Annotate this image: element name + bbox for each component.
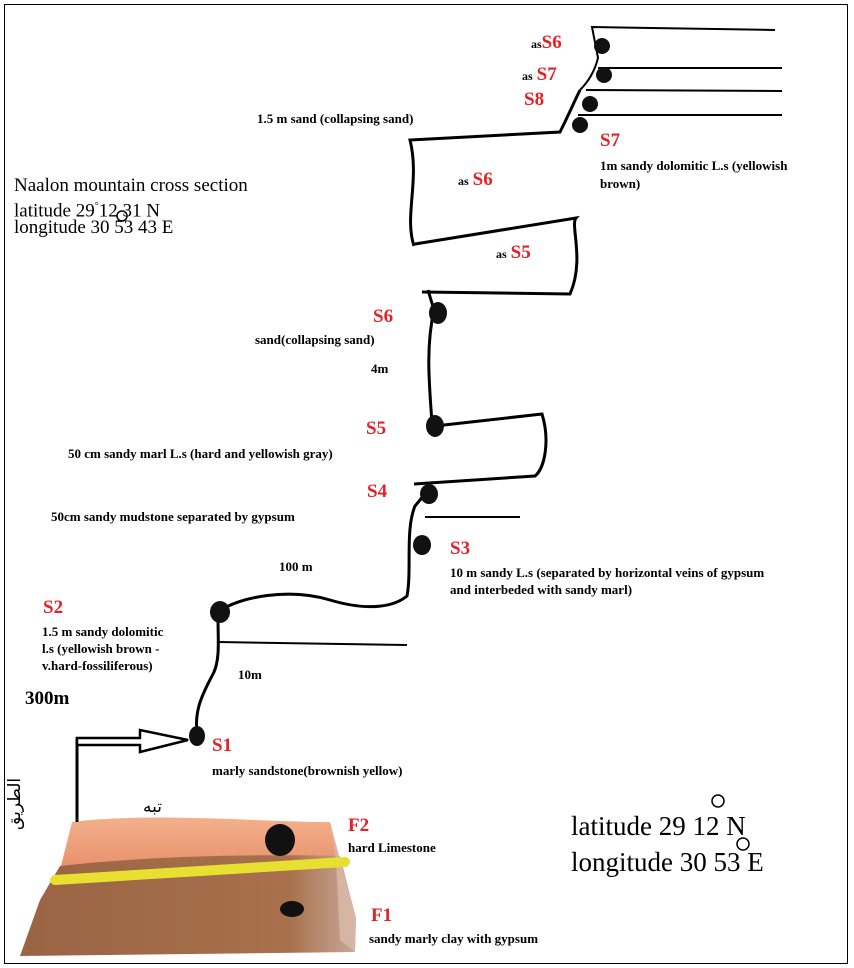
section-title: Naalon mountain cross section bbox=[14, 175, 248, 197]
label-as-s7-top: as S7 bbox=[522, 64, 557, 86]
s4-dot bbox=[420, 484, 438, 504]
s5-desc: 50 cm sandy marl L.s (hard and yellowish… bbox=[68, 445, 333, 462]
s3-dot bbox=[413, 535, 431, 555]
s6-desc: sand(collapsing sand) bbox=[255, 331, 375, 348]
s4-desc: 50cm sandy mudstone separated by gypsum bbox=[51, 508, 295, 525]
s7-dot bbox=[572, 117, 588, 133]
road-label: الطريق bbox=[5, 778, 25, 830]
label-s7: S7 bbox=[600, 130, 620, 152]
scale-300m: 300m bbox=[25, 688, 69, 710]
f1-sample-dot bbox=[280, 901, 304, 917]
s5-dot bbox=[426, 415, 444, 437]
s3-desc-line1: 10 m sandy L.s (separated by horizontal … bbox=[450, 564, 764, 581]
f2-desc: hard Limestone bbox=[348, 839, 436, 856]
label-as-s6: as S6 bbox=[458, 169, 493, 191]
s6-top-dot bbox=[594, 38, 610, 54]
label-s5: S5 bbox=[366, 418, 386, 440]
scale-4m: 4m bbox=[371, 360, 388, 377]
s3-desc-line2: and interbeded with sandy marl) bbox=[450, 581, 632, 598]
coords-longitude: longitude 30 53 E bbox=[571, 846, 764, 879]
access-arrow bbox=[77, 730, 188, 822]
title-longitude: longitude 30 53 43 E bbox=[14, 217, 173, 239]
s7-desc-line1: 1m sandy dolomitic L.s (yellowish bbox=[600, 157, 787, 174]
coords-latitude: latitude 29 12 N bbox=[571, 810, 746, 843]
scale-10m: 10m bbox=[238, 666, 262, 683]
s2-desc-line1: 1.5 m sandy dolomitic bbox=[42, 623, 163, 640]
scale-100m: 100 m bbox=[279, 558, 313, 575]
label-s8: S8 bbox=[524, 89, 544, 111]
label-s6: S6 bbox=[373, 306, 393, 328]
f1-desc: sandy marly clay with gypsum bbox=[369, 930, 538, 947]
label-s4: S4 bbox=[367, 481, 387, 503]
label-s2: S2 bbox=[43, 597, 63, 619]
label-top-sand: 1.5 m sand (collapsing sand) bbox=[257, 110, 413, 127]
label-s3: S3 bbox=[450, 538, 470, 560]
s1-desc: marly sandstone(brownish yellow) bbox=[212, 762, 402, 779]
label-as-s6-top: asS6 bbox=[531, 32, 562, 54]
s2-desc-line3: v.hard-fossiliferous) bbox=[42, 657, 153, 674]
label-s1: S1 bbox=[212, 735, 232, 757]
geologic-block bbox=[20, 818, 356, 956]
sample-points bbox=[189, 38, 612, 746]
s1-dot bbox=[189, 726, 205, 746]
label-f2: F2 bbox=[348, 815, 369, 837]
section-profile bbox=[196, 27, 782, 738]
s2-desc-line2: l.s (yellowish brown - bbox=[42, 640, 160, 657]
hill-label: تبه bbox=[143, 797, 162, 817]
s8-dot bbox=[582, 96, 598, 112]
s2-dot bbox=[210, 601, 230, 623]
label-f1: F1 bbox=[371, 905, 392, 927]
label-as-s5: as S5 bbox=[496, 242, 531, 264]
s6-dot bbox=[429, 302, 447, 324]
s7-desc-line2: brown) bbox=[600, 175, 640, 192]
f2-sample-dot bbox=[265, 824, 295, 856]
s7-top-dot bbox=[596, 67, 612, 83]
